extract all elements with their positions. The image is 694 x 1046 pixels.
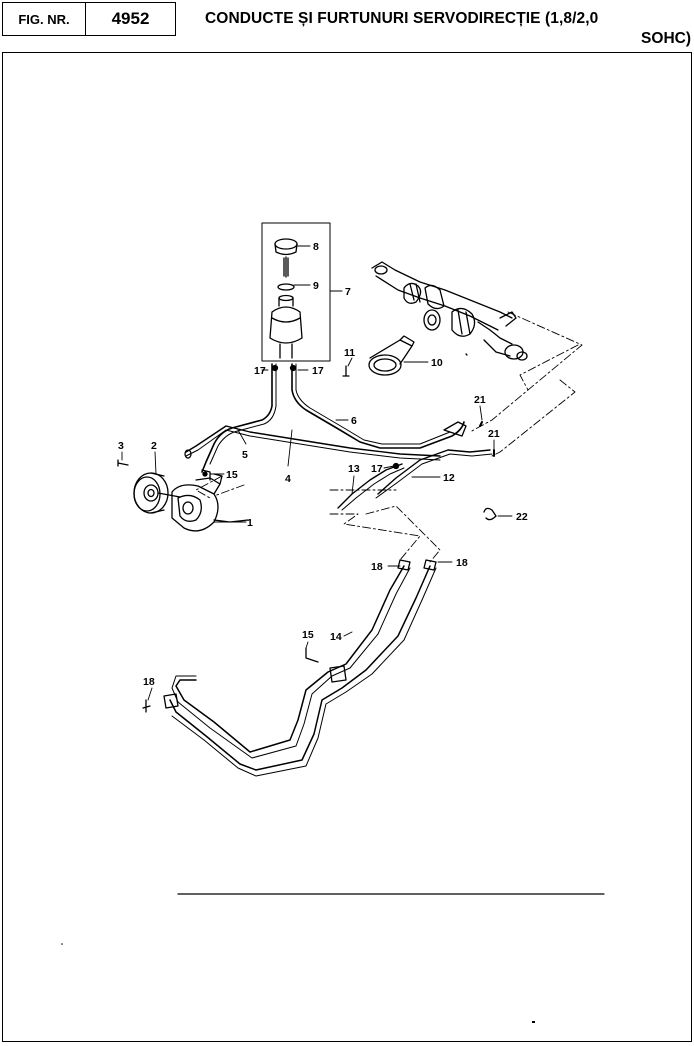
bolt-11-icon <box>342 365 350 377</box>
callout-22: 22 <box>516 511 528 523</box>
callout-8: 8 <box>313 241 319 253</box>
reservoir-group-box <box>261 222 331 362</box>
reservoir-icon <box>269 294 303 359</box>
pipe-4 <box>185 425 441 457</box>
callout-12: 12 <box>443 472 455 484</box>
callout-9: 9 <box>313 280 319 292</box>
callout-1: 1 <box>247 517 253 529</box>
pulley-icon <box>133 472 181 514</box>
callout-7: 7 <box>345 286 351 298</box>
diagram-frame <box>2 52 692 1042</box>
callout-18c: 18 <box>143 676 155 688</box>
steering-rack-icon <box>371 261 528 361</box>
fitting-icon <box>184 449 192 459</box>
callout-18a: 18 <box>371 561 383 573</box>
pipe-clip-icon <box>397 559 411 571</box>
pipe-12-edge <box>375 453 493 499</box>
callout-15a: 15 <box>226 469 238 481</box>
hose-6 <box>291 363 465 449</box>
pipe-13-edge <box>341 467 405 511</box>
callout-5: 5 <box>242 449 248 461</box>
callout-10: 10 <box>431 357 443 369</box>
bolt-3-icon <box>117 459 129 467</box>
clamp-icon <box>368 335 415 376</box>
pipe-14b <box>169 565 431 771</box>
pipe-clip-icon <box>163 693 179 709</box>
pipe-12 <box>377 449 491 495</box>
figure-number-box: FIG. NR. 4952 <box>2 2 176 36</box>
callout-15b: 15 <box>302 629 314 641</box>
bolt-21-icon <box>479 421 483 427</box>
callout-17a: 17 <box>254 365 266 377</box>
diagram-title: CONDUCTE ȘI FURTUNURI SERVODIRECȚIE (1,8… <box>205 10 599 27</box>
diagram-title-continued: SOHC) <box>641 30 691 47</box>
figure-number: 4952 <box>111 9 150 28</box>
callout-3: 3 <box>118 440 124 452</box>
callout-2: 2 <box>151 440 157 452</box>
reservoir-cap-icon <box>274 238 298 278</box>
bolt-15-icon <box>305 647 319 663</box>
pipe-14b-edge <box>171 567 437 777</box>
bolt-15-head-icon <box>202 471 208 477</box>
pipe-14-edge <box>171 567 411 759</box>
washer-17-icon <box>289 364 297 372</box>
callout-21b: 21 <box>488 428 500 440</box>
pipe-13 <box>337 463 403 509</box>
leader-lines <box>121 245 513 701</box>
pipe-14 <box>175 565 405 753</box>
callout-17c: 17 <box>371 463 383 475</box>
callout-11: 11 <box>344 347 355 359</box>
callout-labels: 1 2 3 4 5 6 7 8 9 10 11 12 13 14 15 15 1… <box>118 241 528 688</box>
callout-17b: 17 <box>312 365 324 377</box>
callout-4: 4 <box>285 473 291 485</box>
callout-6: 6 <box>351 415 357 427</box>
hose-5 <box>201 363 273 473</box>
bolt-18-icon <box>142 699 151 713</box>
washer-17-icon <box>271 364 279 372</box>
stray-mark <box>532 1021 535 1023</box>
callout-21a: 21 <box>474 394 486 406</box>
callout-13: 13 <box>348 463 360 475</box>
callout-14: 14 <box>330 631 342 643</box>
pipe-clamp-icon <box>329 665 347 683</box>
pipe-4-edge <box>185 429 441 461</box>
o-ring-icon <box>277 283 295 291</box>
clip-22-icon <box>483 507 497 521</box>
hose-6-edge <box>295 363 451 445</box>
hose-5-edge <box>209 363 277 465</box>
hose-6-fitting <box>443 421 467 437</box>
callout-18b: 18 <box>456 557 468 569</box>
pipe-clip-icon <box>423 559 437 571</box>
stray-mark <box>61 943 63 945</box>
figure-label: FIG. NR. <box>3 3 86 35</box>
